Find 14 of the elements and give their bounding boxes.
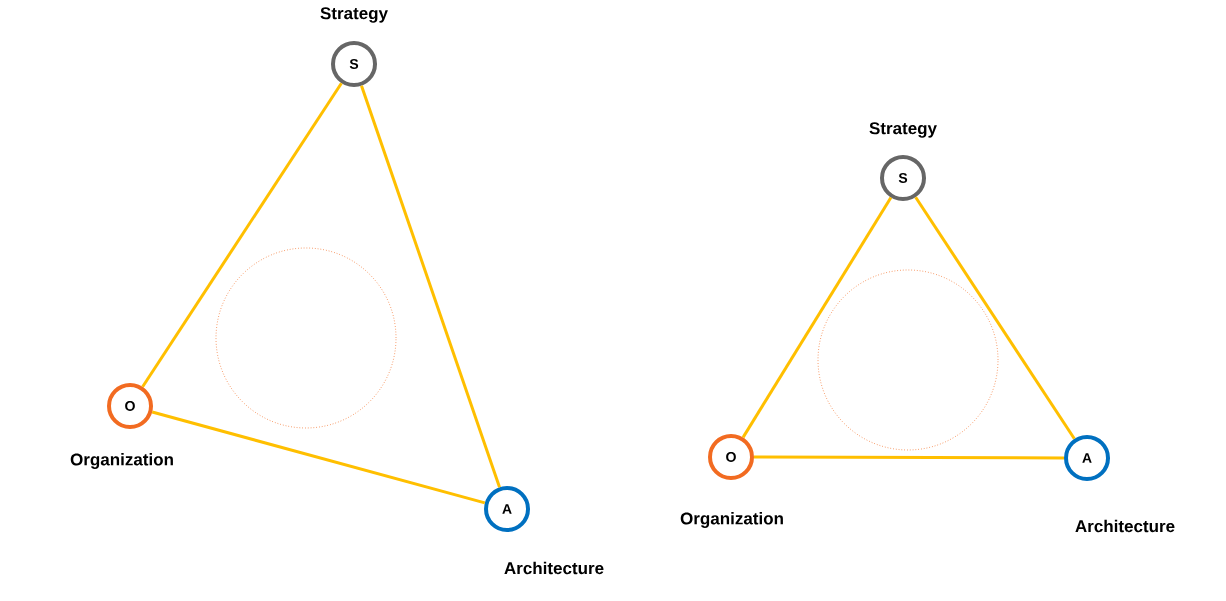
connector-line (914, 196, 1076, 440)
connector-line (741, 196, 893, 439)
node-label: Strategy (320, 7, 388, 23)
dotted-circle (215, 247, 397, 429)
node-label: Organization (70, 453, 173, 469)
node-label: Architecture (504, 561, 604, 575)
dotted-circle (817, 269, 999, 451)
connector-line (141, 82, 343, 388)
node-label: Strategy (869, 122, 937, 138)
connector-line (754, 455, 1064, 460)
connector-line (151, 410, 486, 505)
node-label: Organization (680, 512, 783, 528)
connector-line (360, 85, 501, 488)
node-label: Architecture (1075, 519, 1175, 533)
